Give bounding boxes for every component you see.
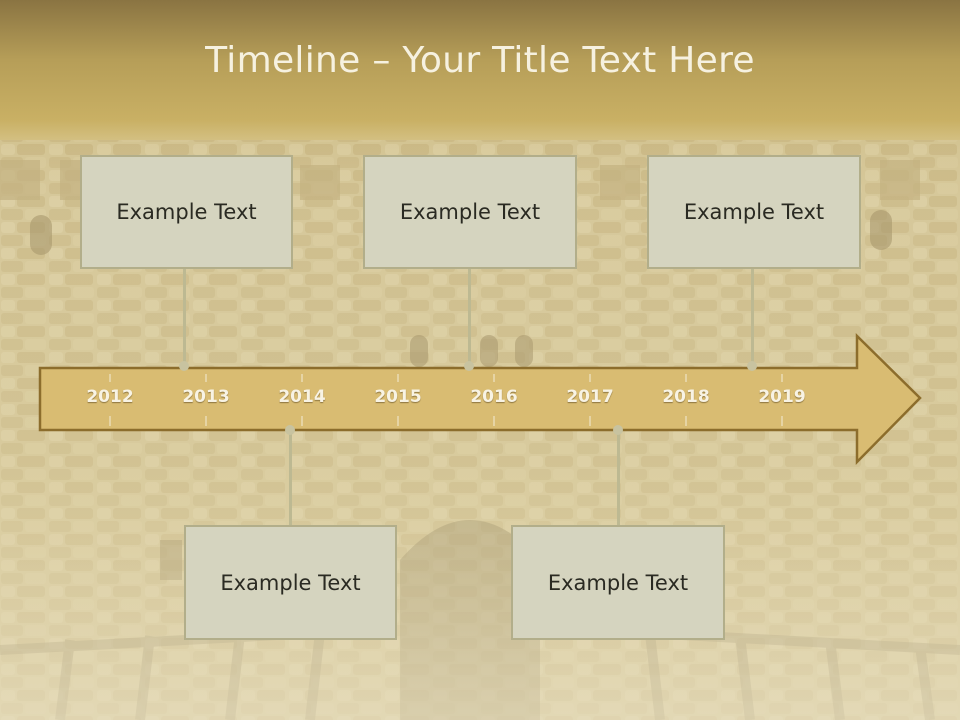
- event-3-marker: [464, 361, 474, 371]
- year-label-2014: 2014: [278, 387, 326, 407]
- event-5-marker: [747, 361, 757, 371]
- event-2-marker: [285, 425, 295, 435]
- event-box-5[interactable]: Example Text: [647, 155, 861, 269]
- event-1-marker: [179, 361, 189, 371]
- event-5-connector: [751, 268, 754, 366]
- event-box-3[interactable]: Example Text: [363, 155, 577, 269]
- year-label-2016: 2016: [470, 387, 518, 407]
- year-label-2018: 2018: [662, 387, 710, 407]
- event-1-connector: [183, 268, 186, 366]
- event-box-2[interactable]: Example Text: [184, 525, 397, 640]
- year-label-2012: 2012: [86, 387, 134, 407]
- event-4-connector: [617, 432, 620, 526]
- event-3-connector: [468, 268, 471, 366]
- slide-title[interactable]: Timeline – Your Title Text Here: [205, 40, 755, 81]
- event-4-marker: [613, 425, 623, 435]
- year-label-2019: 2019: [758, 387, 806, 407]
- year-label-2017: 2017: [566, 387, 614, 407]
- arrow-shape: [38, 333, 922, 466]
- event-box-1[interactable]: Example Text: [80, 155, 293, 269]
- event-box-4[interactable]: Example Text: [511, 525, 725, 640]
- event-2-connector: [289, 432, 292, 526]
- year-label-2015: 2015: [374, 387, 422, 407]
- year-label-2013: 2013: [182, 387, 230, 407]
- year-ticks: [109, 374, 783, 426]
